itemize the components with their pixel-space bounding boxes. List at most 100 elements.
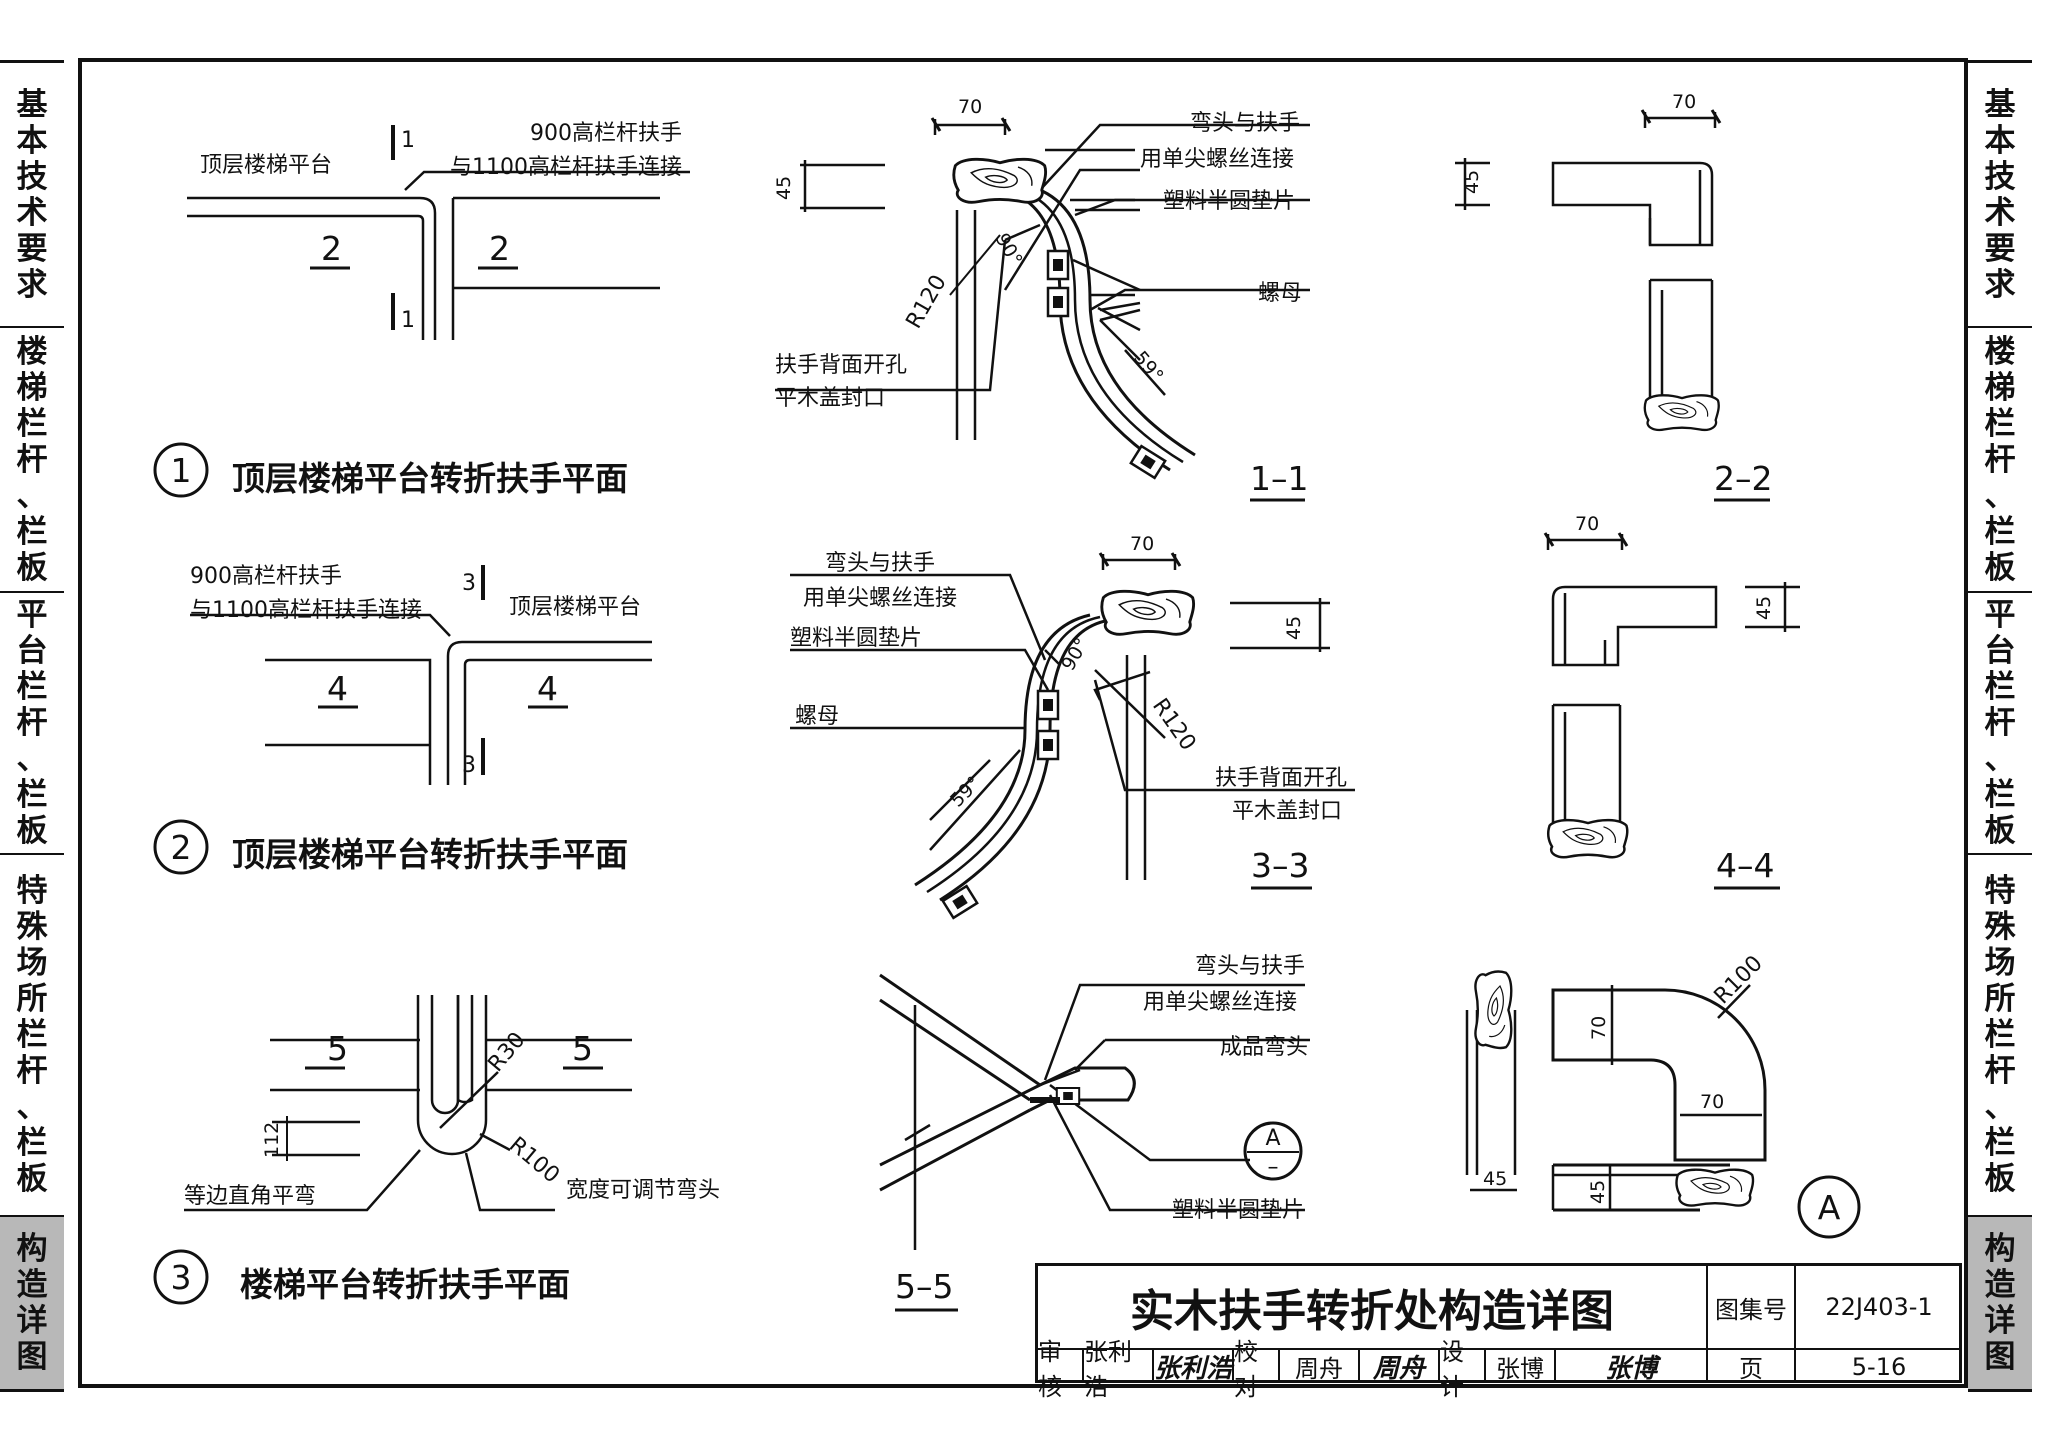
tab-char: 要: [16, 230, 48, 267]
tab-char: 造: [16, 1267, 48, 1303]
detail-2-caption: 顶层楼梯平台转折扶手平面: [232, 835, 628, 874]
tab-special-railings[interactable]: 特殊场所栏杆、栏板: [0, 855, 64, 1217]
atlas-number: 22J403-1: [1796, 1266, 1962, 1350]
section-1-1-note-nut: 螺母: [1258, 281, 1302, 306]
design-signature: 张博: [1556, 1350, 1708, 1384]
tab-char: 殊: [16, 909, 48, 945]
detail-1-caption: 顶层楼梯平台转折扶手平面: [232, 459, 628, 498]
section-3-3-note-hole-1: 扶手背面开孔: [1215, 766, 1347, 791]
tab-char: 、: [16, 477, 48, 514]
tab-char: 求: [16, 266, 48, 303]
section-3-3-bolt-lower: [1036, 729, 1060, 761]
tab-char: 详: [1984, 1303, 2016, 1339]
detail-3-plan: [184, 995, 632, 1212]
tab-platform-railings[interactable]: 平台栏杆、栏板: [0, 593, 64, 855]
tab-char: 、: [16, 1089, 48, 1125]
section-3-3-note-nut: 螺母: [795, 704, 839, 729]
detail-3-caption: 楼梯平台转折扶手平面: [240, 1265, 570, 1304]
detail-2-landing-label: 顶层楼梯平台: [509, 595, 641, 620]
tab-char: 特: [16, 873, 48, 909]
section-4-4-handrail-profile: [1547, 818, 1629, 859]
tab-char: 栏: [16, 777, 48, 813]
section-1-1-bolt-upper: [1046, 249, 1070, 281]
tab-char: 栏: [16, 1017, 48, 1053]
section-4-4-height-dim: 45: [1753, 596, 1775, 620]
section-4-4-width-dim: 70: [1575, 513, 1599, 535]
tab-char: 梯: [1984, 369, 2016, 406]
tab-basic-requirements[interactable]: 基本技术要求: [0, 63, 64, 328]
section-1-1-note-hole-2: 平木盖封口: [775, 386, 885, 411]
detail-1-landing-label: 顶层楼梯平台: [200, 153, 332, 178]
tab-char: 板: [16, 549, 48, 586]
detail-2-cut-mark-bottom: 3: [462, 753, 476, 778]
detail-1-cut-mark-top: 1: [401, 128, 415, 153]
section-3-3-handrail-profile: [1100, 589, 1196, 636]
detail-1-number-circle: [153, 442, 209, 498]
detail-2-section-mark-right: 4: [537, 669, 558, 708]
tab-char: 术: [16, 194, 48, 231]
tab-char: 殊: [1984, 909, 2016, 945]
tab-char: 求: [1984, 266, 2016, 303]
section-3-3-bolt-upper: [1036, 689, 1060, 721]
section-1-1-note-hole-1: 扶手背面开孔: [775, 353, 907, 378]
tab-char: 杆: [16, 441, 48, 478]
detail-2-number-circle: [153, 819, 209, 875]
tab-char: 板: [16, 1161, 48, 1197]
tab-basic-requirements[interactable]: 基本技术要求: [1968, 63, 2032, 328]
design-label: 设计: [1440, 1338, 1486, 1401]
section-2-2: [1455, 109, 1722, 410]
section-5-5-ref-circle[interactable]: [1243, 1121, 1303, 1181]
section-1-1-width-dim: 70: [958, 96, 982, 118]
detail-3-section-mark-right: 5: [572, 1029, 593, 1068]
tab-char: 场: [16, 945, 48, 981]
tab-char: 栏: [1984, 405, 2016, 442]
section-3-3-note-hole-2: 平木盖封口: [1232, 799, 1342, 824]
tab-char: 图: [16, 1339, 48, 1375]
tab-construction-details[interactable]: 构造详图: [1968, 1217, 2032, 1389]
section-1-1-bolt-lower: [1046, 286, 1070, 318]
tab-char: 基: [1984, 86, 2016, 123]
detail-3-number-circle: [153, 1249, 209, 1305]
page-number: 5-16: [1851, 1352, 1907, 1381]
tab-special-railings[interactable]: 特殊场所栏杆、栏板: [1968, 855, 2032, 1217]
detail-1-section-mark-left: 2: [321, 229, 342, 268]
section-3-3-label: 3–3: [1251, 846, 1310, 885]
detail-3-section-mark-left: 5: [327, 1029, 348, 1068]
detail-1-note-line1: 900高栏杆扶手: [530, 121, 682, 146]
detail-3-left-label: 等边直角平弯: [184, 1184, 316, 1209]
tab-char: 板: [1984, 813, 2016, 849]
detail-a-dim-vertical: 70: [1588, 1016, 1610, 1040]
left-index-tabs: 基本技术要求 楼梯栏杆、栏板 平台栏杆、栏板 特殊场所栏杆、栏板 构造详图: [0, 60, 64, 1392]
review-label: 审核: [1038, 1338, 1084, 1401]
detail-2-section-mark-left: 4: [327, 669, 348, 708]
tab-char: 栏: [16, 1125, 48, 1161]
review-signature: 张利浩: [1154, 1350, 1234, 1384]
right-index-tabs: 基本技术要求 楼梯栏杆、栏板 平台栏杆、栏板 特殊场所栏杆、栏板 构造详图: [1968, 60, 2032, 1392]
tab-char: 技: [1984, 158, 2016, 195]
tab-char: 构: [16, 1231, 48, 1267]
tab-char: 图: [1984, 1339, 2016, 1375]
tab-char: 栏: [16, 669, 48, 705]
section-1-1-note-joint-1: 弯头与扶手: [1190, 111, 1300, 136]
tab-construction-details[interactable]: 构造详图: [0, 1217, 64, 1389]
detail-2-cut-mark-top: 3: [462, 571, 476, 596]
section-3-3-note-joint-2: 用单尖螺丝连接: [803, 586, 957, 611]
tab-stair-railings[interactable]: 楼梯栏杆、栏板: [1968, 328, 2032, 593]
section-3-3-radius: R120: [1147, 694, 1200, 755]
tab-stair-railings[interactable]: 楼梯栏杆、栏板: [0, 328, 64, 593]
tab-char: 构: [1984, 1231, 2016, 1267]
atlas-number-label: 图集号: [1708, 1266, 1796, 1350]
section-1-1-angle-59: 59°: [1129, 347, 1168, 387]
section-3-3-width-dim: 70: [1130, 533, 1154, 555]
tab-platform-railings[interactable]: 平台栏杆、栏板: [1968, 593, 2032, 855]
tab-char: 板: [1984, 1161, 2016, 1197]
tab-char: 、: [16, 741, 48, 777]
detail-2-note-line2: 与1100高栏杆扶手连接: [190, 598, 422, 623]
section-3-3-angle-90: 90°: [1057, 634, 1093, 674]
tab-char: 楼: [1984, 333, 2016, 370]
tab-char: 基: [16, 86, 48, 123]
section-5-5-note-shim: 塑料半圆垫片: [1172, 1198, 1304, 1223]
section-1-1-label: 1–1: [1250, 459, 1309, 498]
tab-char: 栏: [16, 405, 48, 442]
